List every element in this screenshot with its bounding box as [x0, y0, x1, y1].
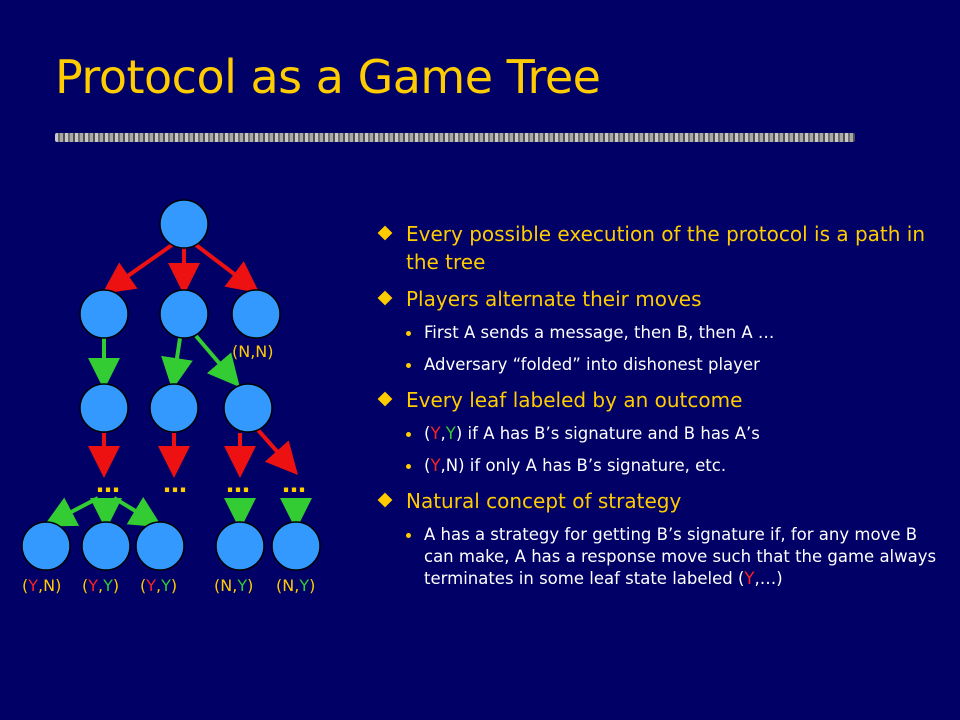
leaf-label-5: (N,Y): [276, 576, 316, 595]
bullet-list: Every possible execution of the protocol…: [377, 220, 938, 600]
sub-bullet-send-order: First A sends a message, then B, then A …: [378, 322, 938, 344]
label-nn: (N,N): [232, 342, 274, 361]
dot-bullet-icon: [406, 331, 411, 336]
sub-bullet-strategy-definition: A has a strategy for getting B’s signatu…: [378, 524, 938, 590]
tree-node-l2-b: [149, 383, 199, 433]
tree-leaf-1: [21, 521, 71, 571]
edge-root-3: [194, 243, 260, 294]
leaf-label-3: (Y,Y): [140, 576, 178, 595]
tree-node-l2-c: [223, 383, 273, 433]
leaf-label-2: (Y,Y): [82, 576, 120, 595]
tree-leaf-2: [81, 521, 131, 571]
tree-leaf-3: [135, 521, 185, 571]
tree-node-l1-b: [159, 289, 209, 339]
slide-title: Protocol as a Game Tree: [55, 50, 601, 104]
tree-node-root: [159, 199, 209, 249]
ellipsis-4: …: [282, 470, 307, 498]
sub-bullet-yy-outcome: (Y,Y) if A has B’s signature and B has A…: [378, 423, 938, 445]
bullet-strategy: Natural concept of strategy: [377, 487, 938, 515]
leaf-label-1: (Y,N): [22, 576, 62, 595]
diamond-bullet-icon: [377, 492, 393, 508]
tree-leaf-5: [271, 521, 321, 571]
edge-l3-1: [43, 496, 99, 527]
diamond-bullet-icon: [377, 225, 393, 241]
edge-root-1: [102, 243, 174, 294]
leaf-label-4: (N,Y): [214, 576, 254, 595]
dot-bullet-icon: [406, 363, 411, 368]
bullet-execution-path: Every possible execution of the protocol…: [377, 220, 938, 276]
bullet-alternate-moves: Players alternate their moves: [377, 285, 938, 313]
tree-node-l2-a: [79, 383, 129, 433]
dot-bullet-icon: [406, 533, 411, 538]
bullet-leaf-outcome: Every leaf labeled by an outcome: [377, 386, 938, 414]
edge-l1-2: [161, 337, 193, 390]
ellipsis-2: …: [163, 470, 188, 498]
edge-l2-4: [256, 428, 298, 475]
tree-node-l1-c: [231, 289, 281, 339]
diamond-bullet-icon: [377, 290, 393, 306]
tree-node-l1-a: [79, 289, 129, 339]
sub-bullet-yn-outcome: (Y,N) if only A has B’s signature, etc.: [378, 455, 938, 477]
diamond-bullet-icon: [377, 391, 393, 407]
title-divider: [55, 133, 855, 142]
dot-bullet-icon: [406, 464, 411, 469]
sub-bullet-adversary: Adversary “folded” into dishonest player: [378, 354, 938, 376]
ellipsis-3: …: [226, 470, 251, 498]
edge-l3-3: [112, 496, 163, 528]
tree-leaf-4: [215, 521, 265, 571]
edge-l1-3: [194, 334, 240, 388]
ellipsis-1: …: [96, 470, 121, 498]
dot-bullet-icon: [406, 432, 411, 437]
